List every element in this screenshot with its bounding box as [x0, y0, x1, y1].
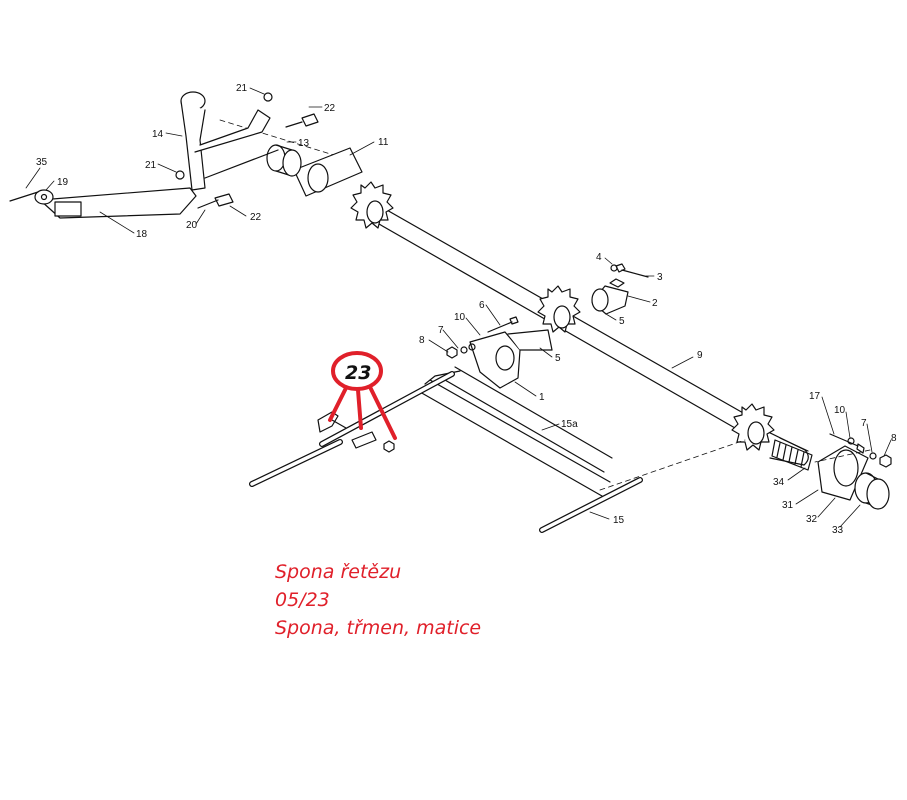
label-11: 11 — [378, 137, 389, 148]
label-8-right: 8 — [891, 433, 897, 444]
callout-number: 23 — [345, 362, 371, 384]
label-33: 33 — [832, 525, 844, 536]
label-3: 3 — [657, 272, 663, 283]
label-9: 9 — [697, 350, 703, 361]
caption-components: Spona, třmen, matice — [275, 617, 482, 639]
label-22-lower: 22 — [250, 212, 262, 223]
splined-shaft-end — [771, 439, 813, 471]
sprocket-middle — [537, 285, 581, 333]
label-10-left: 10 — [454, 312, 466, 323]
callout-23: 23 — [328, 351, 397, 440]
bolt-3 — [615, 263, 649, 278]
sprocket-left — [350, 181, 394, 229]
pin-22-upper — [285, 113, 319, 128]
clip-plate — [351, 431, 377, 449]
label-10-right: 10 — [834, 405, 846, 416]
label-6: 6 — [479, 300, 485, 311]
label-31: 31 — [782, 500, 794, 511]
frame-arm-14 — [180, 91, 279, 191]
label-21-lower: 21 — [145, 160, 157, 171]
label-17: 17 — [809, 391, 821, 402]
lever-18 — [39, 187, 197, 219]
label-14: 14 — [152, 129, 164, 140]
bolt-35 — [9, 191, 39, 202]
caption-code: 05/23 — [275, 589, 330, 611]
nut-21-upper — [263, 92, 273, 102]
label-1: 1 — [539, 392, 545, 403]
label-22-upper: 22 — [324, 103, 336, 114]
label-5-mid: 5 — [555, 353, 561, 364]
label-5-right: 5 — [619, 316, 625, 327]
label-15: 15 — [613, 515, 625, 526]
chain-upper — [319, 371, 455, 447]
pin-20 — [197, 199, 219, 209]
bushing-13 — [266, 144, 302, 177]
sprocket-right — [731, 403, 775, 451]
bolt-6 — [487, 316, 519, 333]
label-34: 34 — [773, 477, 785, 488]
label-21-upper: 21 — [236, 83, 248, 94]
label-4: 4 — [596, 252, 602, 263]
label-8-left: 8 — [419, 335, 425, 346]
bolt-set-right — [829, 433, 892, 468]
label-7-right: 7 — [861, 418, 867, 429]
alignment-lines — [219, 119, 871, 491]
flange-plate-11 — [293, 147, 363, 197]
pin-22-lower — [214, 193, 234, 207]
label-35: 35 — [36, 157, 48, 168]
label-15a: 15a — [561, 419, 578, 430]
nuts-7-8-left — [446, 343, 476, 359]
chain-left — [249, 439, 343, 487]
clip-nut — [383, 440, 395, 453]
washer-19 — [34, 189, 54, 205]
chain-shackle — [317, 411, 347, 433]
caption-part-name: Spona řetězu — [275, 561, 402, 583]
leader-lines — [25, 87, 892, 528]
nut-21-lower — [175, 170, 185, 180]
label-2: 2 — [652, 298, 658, 309]
label-32: 32 — [806, 514, 818, 525]
label-19: 19 — [57, 177, 69, 188]
bushing — [854, 472, 890, 510]
label-7-left: 7 — [438, 325, 444, 336]
chain-lower — [539, 477, 643, 533]
washer-4 — [610, 264, 618, 272]
axle-tube-15a — [419, 366, 613, 497]
label-18: 18 — [136, 229, 148, 240]
part-labels: 21 22 14 13 11 21 35 19 22 20 18 4 3 2 6… — [36, 83, 897, 536]
bearing-housing-lower — [469, 329, 553, 389]
bearing-housing-top — [591, 278, 629, 315]
label-13: 13 — [298, 138, 310, 149]
label-20: 20 — [186, 220, 198, 231]
